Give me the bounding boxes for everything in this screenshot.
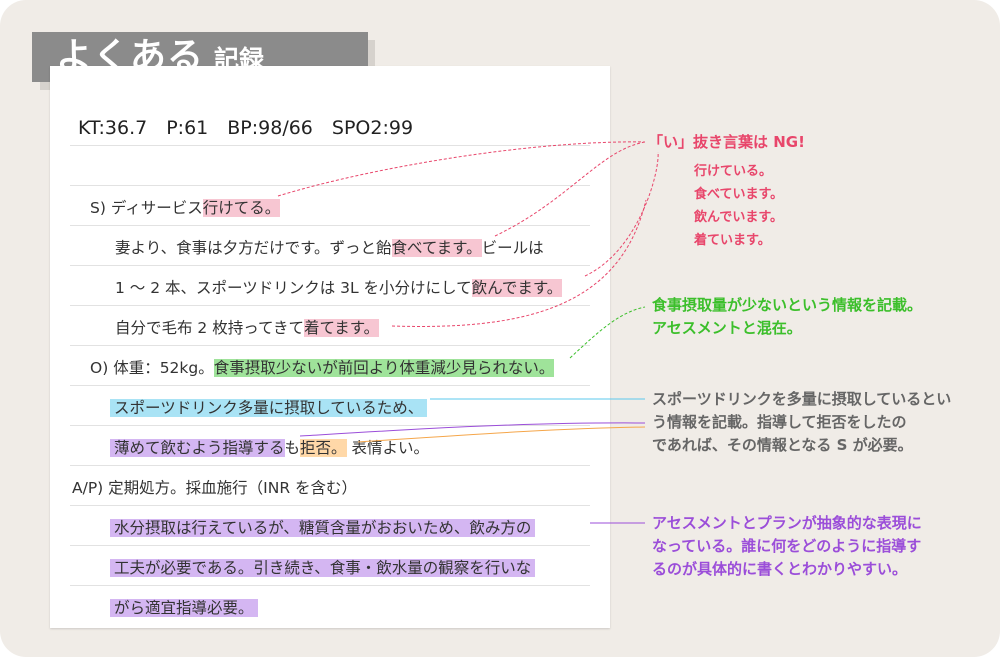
connector-pink-2 [494, 141, 646, 237]
ap-line-4: がら適宜指導必要。 [110, 595, 258, 621]
rule-line [70, 425, 590, 426]
rule-line [70, 345, 590, 346]
s2-tail: ビールは [481, 239, 544, 257]
ap-label: A/P) [72, 479, 104, 497]
s1-text: ディサービス [110, 199, 203, 217]
s2-highlight: 食べてます。 [391, 239, 482, 257]
note-green-line: 食事摂取量が少ないという情報を記載。 [652, 296, 923, 314]
s3-highlight: 飲んでます。 [471, 279, 563, 297]
o3-highlight-purple: 薄めて飲むよう指導する [110, 439, 285, 457]
connector-orange [357, 426, 646, 443]
ap2-highlight: 水分摂取は行えているが、糖質含量がおおいため、飲み方の [110, 519, 536, 537]
note-pink-title: 「い」抜き言葉は NG! [648, 133, 805, 151]
note-green: 食事摂取量が少ないという情報を記載。 アセスメントと混在。 [652, 294, 922, 340]
o3-mo: も [284, 439, 301, 457]
connector-pink-4 [391, 199, 647, 327]
rule-line [70, 225, 590, 226]
note-purple: アセスメントとプランが抽象的な表現に なっている。誰に何をどのように指導す るの… [652, 512, 922, 581]
note-pink-item: 飲んでいます。 [694, 210, 784, 225]
s-line-4: 自分で毛布 2 枚持ってきて着てます。 [115, 315, 380, 341]
connector-purple-1 [299, 422, 646, 437]
connector-pink-3 [584, 151, 659, 277]
rule-line [70, 505, 590, 506]
rule-line [70, 305, 590, 306]
note-purple-line: なっている。誰に何をどのように指導す [652, 537, 922, 555]
rule-line [70, 585, 590, 586]
vitals: KT:36.7 P:61 BP:98/66 SPO2:99 [78, 117, 414, 139]
o3-highlight-orange: 拒否。 [300, 439, 347, 457]
ap-line-2: 水分摂取は行えているが、糖質含量がおおいため、飲み方の [110, 515, 536, 541]
s-line-1: S) ディサービス行けてる。 [90, 195, 281, 221]
o3-tail: 表情よい。 [351, 439, 429, 457]
s-line-3: 1 ～ 2 本、スポーツドリンクは 3L を小分けにして飲んでます。 [115, 275, 563, 301]
note-purple-line: るのが具体的に書くとわかりやすい。 [652, 560, 908, 578]
connector-pink-1 [277, 141, 646, 197]
note-gray-line: う情報を記載。指導して拒否をしたの [652, 413, 907, 431]
o-label: O) [90, 359, 109, 377]
note-gray-line: であれば、その情報となる S が必要。 [652, 436, 913, 454]
ap4-highlight: がら適宜指導必要。 [110, 599, 258, 617]
note-gray-line: スポーツドリンクを多量に摂取しているとい [652, 390, 952, 408]
rule-line [70, 545, 590, 546]
ap-line-1: A/P) 定期処方。採血施行（INR を含む） [72, 475, 357, 501]
rule-line [70, 185, 590, 186]
note-purple-line: アセスメントとプランが抽象的な表現に [652, 514, 922, 532]
o-line-1: O) 体重：52kg。食事摂取少ないが前回より体重減少見られない。 [90, 355, 555, 381]
note-green-line: アセスメントと混在。 [652, 319, 802, 337]
s-line-2: 妻より、食事は夕方だけです。ずっと飴食べてます。ビールは [115, 235, 544, 261]
note-pink-item: 行けている。 [694, 164, 773, 179]
o-line-2: スポーツドリンク多量に摂取しているため、 [110, 395, 428, 421]
note-pink-list: 行けている。 食べています。 飲んでいます。 着ています。 [694, 160, 783, 252]
rule-line [70, 265, 590, 266]
note-pink-item: 着ています。 [694, 233, 771, 248]
rule-line [70, 465, 590, 466]
s-label: S) [90, 199, 106, 217]
note-pink-item: 食べています。 [694, 187, 784, 202]
note-gray: スポーツドリンクを多量に摂取しているとい う情報を記載。指導して拒否をしたの で… [652, 388, 951, 457]
o1-text: 体重：52kg。 [113, 359, 214, 377]
rule-line [70, 145, 590, 146]
o-line-3: 薄めて飲むよう指導するも拒否。 表情よい。 [110, 435, 429, 461]
s3-text: 1 ～ 2 本、スポーツドリンクは 3L を小分けにして [115, 279, 472, 297]
s4-highlight: 着てます。 [303, 319, 380, 337]
s1-highlight: 行けてる。 [202, 199, 281, 217]
s4-text: 自分で毛布 2 枚持ってきて [115, 319, 304, 337]
o2-highlight: スポーツドリンク多量に摂取しているため、 [110, 399, 428, 417]
o1-highlight: 食事摂取少ないが前回より体重減少見られない。 [213, 359, 555, 377]
connector-green [569, 306, 646, 359]
ap3-highlight: 工夫が必要である。引き続き、食事・飲水量の観察を行いな [110, 559, 536, 577]
rule-line [70, 385, 590, 386]
ap-line-3: 工夫が必要である。引き続き、食事・飲水量の観察を行いな [110, 555, 536, 581]
s2-text: 妻より、食事は夕方だけです。ずっと飴 [115, 239, 392, 257]
ap1-text: 定期処方。採血施行（INR を含む） [108, 479, 358, 497]
